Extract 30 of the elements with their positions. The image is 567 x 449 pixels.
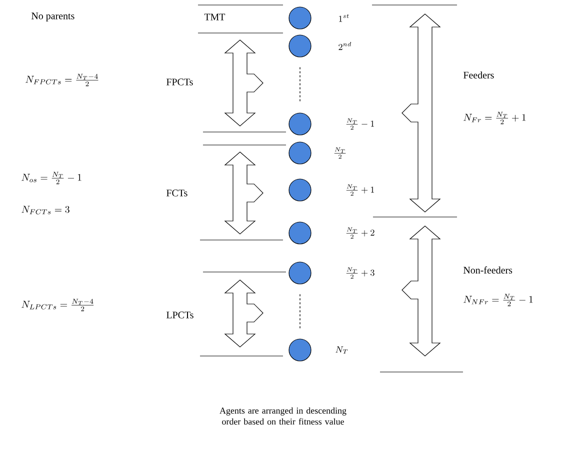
rank-label: $\frac{N_T}{2}+3$ [346,267,374,279]
label: LPCTs [166,312,194,318]
label: Non-feeders [463,266,512,274]
formula: $N_{LPCTs} = \frac{N_T -4}{2}$ [22,298,94,312]
formula: $N_{Fr} = \frac{N_T}{2} +1$ [464,112,526,124]
label: FPCTs [166,78,193,86]
rank-label: $\frac{N_T}{2}+2$ [346,227,374,239]
rank-label: $\frac{N_T}{2}-1$ [346,118,374,130]
formula: $N_{FPCTs} = \frac{N_T -4}{2}$ [26,74,98,86]
caption: Agents are arranged in descending order based on their fitness value [220,407,346,425]
label: TMT [204,14,226,20]
rank-label: $2^{nd}$ [338,42,352,50]
rank-label: $\frac{N_T}{2}$ [334,147,346,159]
agent-circle [288,112,312,136]
label: Feeders [463,71,494,78]
agent-circle [288,262,312,284]
label: No parents [32,12,74,22]
rank-label: $1^{st}$ [339,14,349,22]
agent-circle [288,222,312,244]
formula: $N_{NFr} = \frac{N_T}{2} -1$ [464,294,533,306]
rank-label: $N_T$ [336,346,348,354]
label: FCTs [166,190,188,196]
agent-circle [288,338,312,362]
agent-circle [288,142,312,164]
formula: $N_{FCTs} = 3$ [22,206,70,214]
agent-circle [288,178,312,202]
agent-circle [288,34,312,58]
agent-circle [288,6,312,30]
formula: $N_{os} = \frac{N_T}{2}-1$ [22,172,82,184]
rank-label: $\frac{N_T}{2}+1$ [346,184,374,196]
